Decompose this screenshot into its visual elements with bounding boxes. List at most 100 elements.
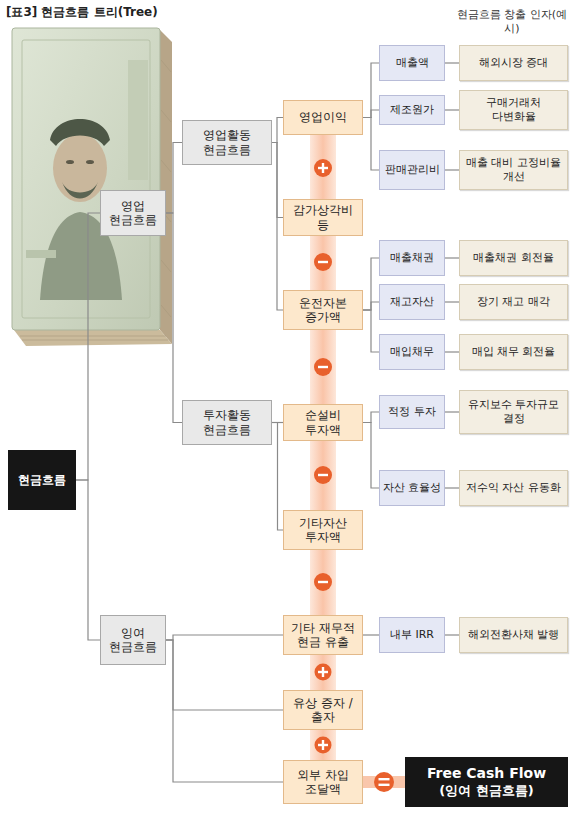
box-label: 기타자산 투자액 [287, 516, 359, 545]
box-label: 운전자본 증가액 [287, 296, 359, 325]
tree-connector [445, 487, 459, 488]
tree-connector [445, 351, 459, 352]
driver-box: 판매관리비 [379, 150, 445, 190]
box-label: 기타 재무적 현금 유출 [287, 621, 359, 650]
box-label: 장기 재고 매각 [477, 295, 550, 309]
driver-box: 내부 IRR [379, 617, 445, 653]
factor-box: 장기 재고 매각 [459, 284, 568, 320]
box-label: 매출 대비 고정비율 개선 [463, 156, 564, 184]
tree-connector [445, 634, 459, 635]
box-label: 투자활동 현금흐름 [186, 408, 268, 437]
box-label: 매출채권 [390, 251, 434, 265]
category-box: 영업활동 현금흐름 [182, 120, 272, 165]
tree-connector [363, 634, 379, 635]
component-box: 기타자산 투자액 [283, 510, 363, 550]
tree-connector [445, 62, 459, 63]
box-label: 현금흐름 [18, 473, 66, 488]
factor-box: 매출 대비 고정비율 개선 [459, 150, 568, 190]
tree-connector [363, 63, 379, 118]
tree-connector [445, 109, 459, 110]
driver-box: 자산 효율성 [379, 470, 445, 506]
box-label: 적정 투자 [388, 405, 436, 419]
box-label: 매출채권 회전율 [473, 251, 554, 265]
box-label: 외부 차입 조달액 [287, 768, 359, 797]
minus-symbol [314, 253, 332, 271]
box-label: 내부 IRR [390, 628, 434, 642]
factor-box: 해외전환사채 발행 [459, 617, 568, 653]
tree-connector [363, 258, 379, 310]
box-label: 재고자산 [390, 295, 434, 309]
category-box: 잉여 현금흐름 [100, 615, 166, 665]
driver-box: 매입채무 [379, 334, 445, 370]
driver-box: 적정 투자 [379, 395, 445, 429]
component-box: 유상 증자 / 출자 [283, 690, 363, 730]
tree-connector [363, 118, 379, 171]
box-label: Free Cash Flow [427, 765, 546, 783]
component-box: 순설비 투자액 [283, 404, 363, 441]
box-label: 판매관리비 [385, 163, 440, 177]
tree-connector [363, 110, 379, 118]
tree-connector [272, 423, 283, 531]
component-box: 기타 재무적 현금 유출 [283, 615, 363, 655]
component-box: 외부 차입 조달액 [283, 760, 363, 804]
tree-connector [363, 412, 379, 423]
box-label: 매입 채무 회전율 [472, 345, 556, 359]
category-box: 영업 현금흐름 [100, 190, 166, 236]
plus-symbol [315, 664, 332, 681]
tree-connector [445, 301, 459, 302]
box-label: 자산 효율성 [383, 481, 442, 495]
box-label: 영업활동 현금흐름 [186, 128, 268, 157]
tree-connector [166, 635, 283, 640]
box-label: 영업 현금흐름 [104, 199, 162, 228]
factor-box: 매입 채무 회전율 [459, 334, 568, 370]
factor-box: 매출채권 회전율 [459, 240, 568, 276]
box-label: 유지보수 투자규모 결정 [463, 398, 564, 426]
tree-connector [272, 143, 283, 311]
tree-connector [363, 310, 379, 352]
tree-connector [445, 411, 459, 412]
box-label: 영업이익 [299, 110, 347, 124]
minus-symbol [314, 466, 332, 484]
tree-connector [363, 302, 379, 310]
tree-connector [166, 213, 182, 423]
result-box: Free Cash Flow(잉여 현금흐름) [405, 757, 568, 807]
box-label: 매출액 [396, 56, 429, 70]
tree-connector [166, 143, 182, 214]
component-box: 영업이익 [283, 100, 363, 135]
driver-box: 매출액 [379, 45, 445, 81]
column-header: 현금흐름 창출 인자(예시) [452, 8, 572, 37]
factor-box: 저수익 자산 유동화 [459, 470, 568, 506]
tree-connector [363, 423, 379, 489]
tree-connector [76, 213, 100, 480]
box-label: 순설비 투자액 [287, 408, 359, 437]
box-label: 매입채무 [390, 345, 434, 359]
plus-symbol [314, 159, 332, 177]
diagram-title: [표3] 현금흐름 트리(Tree) [6, 4, 158, 21]
component-box: 운전자본 증가액 [283, 290, 363, 330]
box-label: 저수익 자산 유동화 [466, 481, 561, 495]
tree-connector [166, 640, 283, 782]
minus-symbol [314, 573, 332, 591]
plus-symbol [315, 737, 332, 754]
tree-connector [76, 480, 100, 640]
box-label: 감가상각비 등 [287, 203, 359, 232]
equals-symbol [374, 772, 394, 792]
minus-symbol [314, 358, 332, 376]
factor-box: 유지보수 투자규모 결정 [459, 390, 568, 434]
box-label: 해외시장 증대 [479, 56, 549, 70]
driver-box: 매출채권 [379, 240, 445, 276]
category-box: 투자활동 현금흐름 [182, 400, 272, 445]
driver-box: 제조원가 [379, 95, 445, 125]
box-label: 잉여 현금흐름 [104, 626, 162, 655]
box-label: (잉여 현금흐름) [439, 783, 533, 799]
box-label: 구매거래처 다변화율 [463, 96, 564, 124]
root-box: 현금흐름 [8, 450, 76, 510]
tree-connector [166, 640, 283, 710]
box-label: 유상 증자 / 출자 [287, 696, 359, 725]
driver-box: 재고자산 [379, 284, 445, 320]
tree-connector [445, 169, 459, 170]
factor-box: 해외시장 증대 [459, 45, 568, 81]
component-box: 감가상각비 등 [283, 199, 363, 236]
box-label: 제조원가 [390, 103, 434, 117]
